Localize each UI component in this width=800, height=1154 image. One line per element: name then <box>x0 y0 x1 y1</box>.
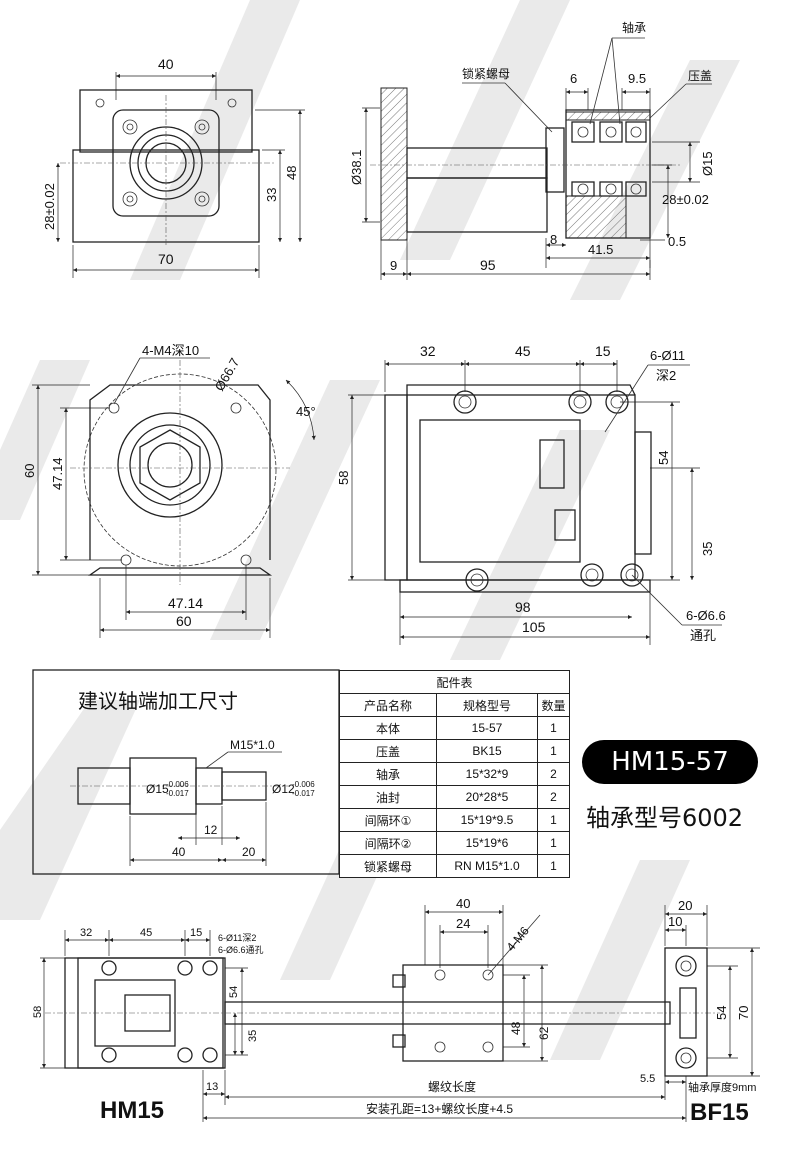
label-through-hole: 通孔 <box>690 628 716 643</box>
top-side-view: 锁紧螺母 轴承 压盖 6 9.5 Ø38.1 Ø15 28±0.02 8 41.… <box>349 20 715 280</box>
dim-top-front-48: 48 <box>284 166 299 180</box>
dim-top-side-8: 8 <box>550 232 557 247</box>
label-4-m4: 4-M4深10 <box>142 343 199 358</box>
advice-tol1-up: -0.006 <box>166 780 189 789</box>
dim-top-side-d38: Ø38.1 <box>349 150 364 185</box>
dim-mid-side-45: 45 <box>515 343 531 359</box>
dim-top-side-6: 6 <box>570 71 577 86</box>
asm-dim-13: 13 <box>206 1081 218 1093</box>
asm-right-20: 20 <box>678 898 692 913</box>
dim-top-side-d15: Ø15 <box>700 151 715 176</box>
dim-top-side-0-5: 0.5 <box>668 234 686 249</box>
dim-top-front-28: 28±0.02 <box>42 183 57 230</box>
dim-mid-front-d66-7: Ø66.7 <box>212 355 243 393</box>
asm-right-54: 54 <box>714 1006 729 1020</box>
label-cover: 压盖 <box>688 69 712 83</box>
dim-top-side-95: 95 <box>480 257 496 273</box>
dim-mid-side-98: 98 <box>515 599 531 615</box>
dim-mid-front-45deg: 45° <box>296 404 316 419</box>
dim-top-side-28: 28±0.02 <box>662 192 709 207</box>
label-depth-2: 深2 <box>656 368 676 383</box>
asm-left-54: 54 <box>228 986 240 998</box>
dim-top-front-40: 40 <box>158 56 174 72</box>
advice-tol1-dn: -0.017 <box>166 789 189 798</box>
label-6-d11: 6-Ø11 <box>650 348 685 363</box>
asm-left-45: 45 <box>140 927 152 939</box>
label-6-d6-6: 6-Ø6.6 <box>686 608 726 623</box>
asm-left-name: HM15 <box>100 1097 164 1124</box>
asm-right-10: 10 <box>668 914 682 929</box>
dim-mid-side-54: 54 <box>656 451 671 465</box>
dim-top-front-33: 33 <box>264 188 279 202</box>
asm-left-58: 58 <box>32 1006 44 1018</box>
asm-thread-len: 螺纹长度 <box>428 1079 476 1094</box>
asm-left-note1: 6-Ø11深2 <box>218 933 256 943</box>
model-badge: HM15-57 <box>582 740 758 784</box>
advice-dim-40: 40 <box>172 845 186 859</box>
asm-left-32: 32 <box>80 927 92 939</box>
dim-mid-side-35: 35 <box>700 542 715 556</box>
asm-left-note2: 6-Ø6.6通孔 <box>218 945 264 955</box>
parts-header-qty: 数量 <box>537 693 570 717</box>
dim-top-side-9: 9 <box>390 258 397 273</box>
dim-top-side-9-5: 9.5 <box>628 71 646 86</box>
dim-mid-front-47v: 47.14 <box>50 457 65 490</box>
assembly-view: 32 45 15 6-Ø11深2 6-Ø6.6通孔 58 54 35 40 24… <box>32 896 760 1126</box>
bearing-model: 轴承型号6002 <box>586 804 744 832</box>
model-badge-text: HM15-57 <box>611 747 729 777</box>
parts-header-name: 产品名称 <box>339 693 437 717</box>
asm-dim-5-5: 5.5 <box>640 1073 655 1085</box>
label-lock-nut: 锁紧螺母 <box>462 66 510 81</box>
asm-left-15: 15 <box>190 927 202 939</box>
advice-dia1: Ø15 <box>146 782 169 796</box>
asm-mid-48: 48 <box>509 1021 523 1035</box>
asm-mid-40: 40 <box>456 896 470 911</box>
advice-tol2-up: -0.006 <box>292 780 315 789</box>
advice-dia2: Ø12 <box>272 782 295 796</box>
parts-header-spec: 规格型号 <box>436 693 538 717</box>
asm-mid-62: 62 <box>537 1026 551 1040</box>
asm-mid-m6: 4-M6 <box>504 924 533 954</box>
asm-right-name: BF15 <box>690 1099 749 1126</box>
advice-dim-20: 20 <box>242 845 256 859</box>
dim-mid-side-32: 32 <box>420 343 436 359</box>
advice-thread: M15*1.0 <box>230 738 275 752</box>
asm-mid-24: 24 <box>456 916 470 931</box>
dim-mid-front-47h: 47.14 <box>168 595 203 611</box>
asm-left-35: 35 <box>247 1030 259 1042</box>
top-front-view: 40 70 33 48 28±0.02 <box>42 56 305 278</box>
asm-right-70: 70 <box>736 1006 751 1020</box>
advice-tol2-dn: -0.017 <box>292 789 315 798</box>
dim-mid-side-105: 105 <box>522 619 546 635</box>
advice-title: 建议轴端加工尺寸 <box>78 690 238 713</box>
parts-table-title: 配件表 <box>339 670 570 694</box>
watermark <box>0 0 740 1060</box>
dim-top-side-41-5: 41.5 <box>588 242 613 257</box>
dim-top-front-70: 70 <box>158 251 174 267</box>
dim-mid-front-60v: 60 <box>22 464 37 478</box>
dim-mid-side-58: 58 <box>336 471 351 485</box>
label-bearing: 轴承 <box>622 20 646 35</box>
mid-side-view: 32 45 15 6-Ø11 深2 54 58 35 98 105 6-Ø6.6… <box>336 343 726 645</box>
advice-dim-12: 12 <box>204 823 218 837</box>
asm-bearing-thick: 轴承厚度9mm <box>688 1080 756 1094</box>
dim-mid-side-15: 15 <box>595 343 611 359</box>
dim-mid-front-60h: 60 <box>176 613 192 629</box>
asm-mount-formula: 安装孔距=13+螺纹长度+4.5 <box>366 1101 513 1116</box>
advice-box: 建议轴端加工尺寸 M15*1.0 Ø15 -0.006 -0.017 Ø12 -… <box>32 669 340 875</box>
